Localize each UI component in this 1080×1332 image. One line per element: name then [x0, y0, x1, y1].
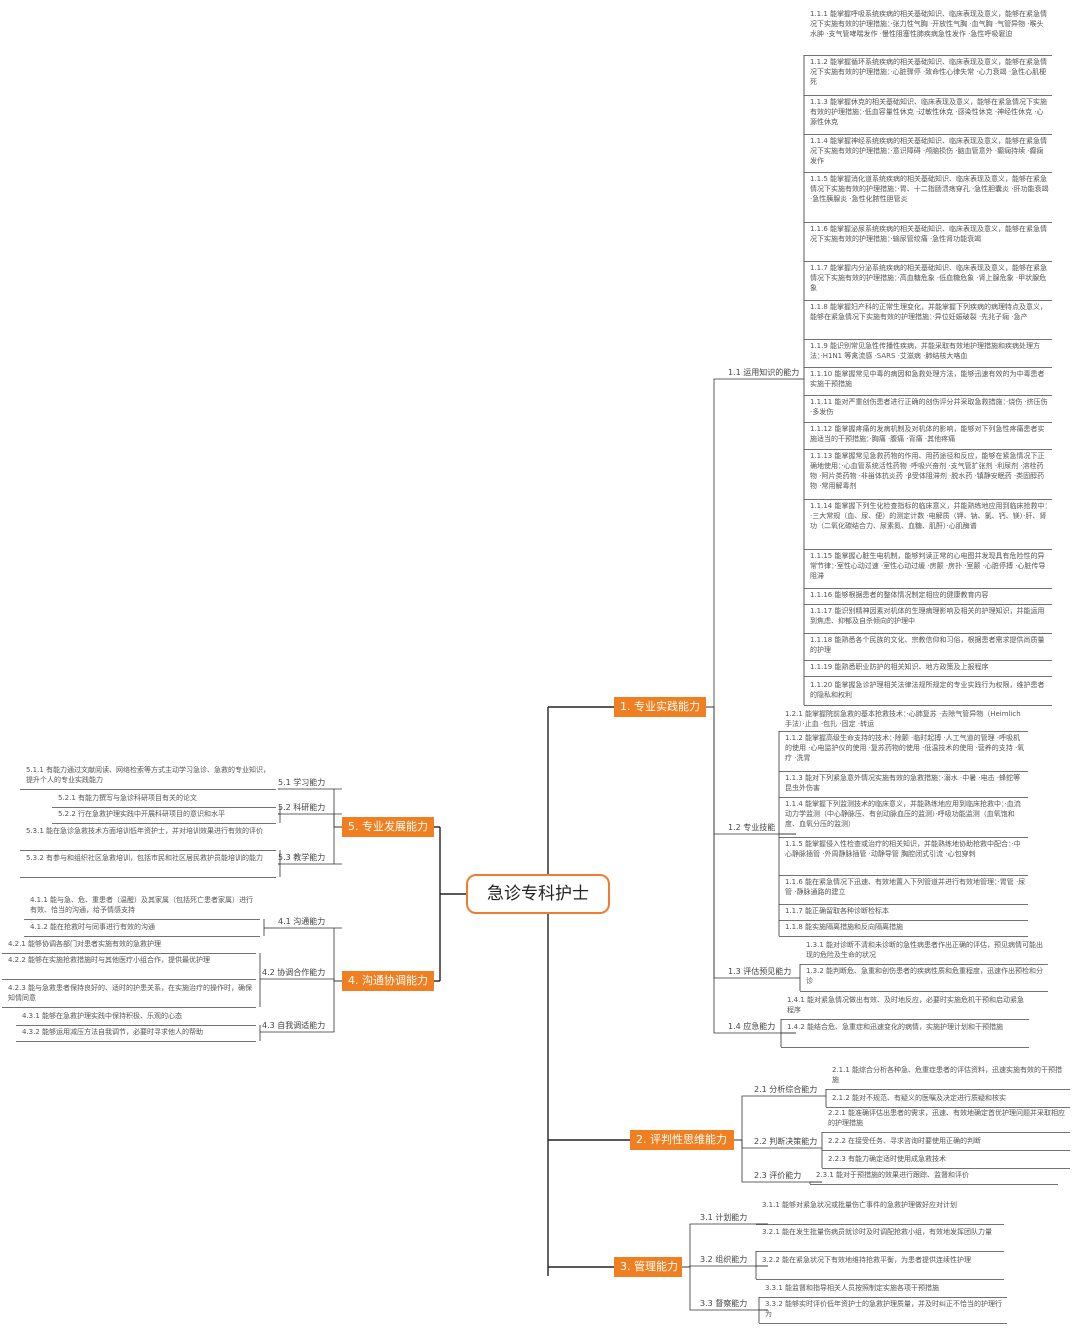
leaf-node: 1.2.1 能掌握院前急救的基本抢救技术：·心肺复苏 ·去除气管异物（Heiml… [785, 710, 1021, 728]
sub-branch-4-2: 4.2 协调合作能力 [262, 968, 326, 977]
leaf-node: 1.1.6 能掌握泌尿系统疾病的相关基础知识、临床表现及意义，能够在紧急情况下实… [810, 225, 1048, 243]
leaf-node: 5.2.1 有能力撰写与急诊科研项目有关的论文 [58, 794, 198, 802]
leaf-node: 3.1.1 能够对紧急状况或批量伤亡事件的急救护理做好应对计划 [762, 1201, 958, 1209]
leaf-node: 1.1.15 能掌握心脏生电机制，能够判读正常的心电图并发现具有危险性的异常节律… [810, 552, 1046, 580]
sub-branch-5-2: 5.2 科研能力 [278, 803, 326, 812]
leaf-node: 3.2.1 能在发生批量伤病员就诊时及时调配抢救小组，有效地发挥团队力量 [762, 1228, 993, 1236]
sub-branch-1-3: 1.3 评估预见能力 [728, 967, 792, 976]
connector-line [278, 826, 342, 865]
sub-branch-2-3: 2.3 评价能力 [754, 1171, 802, 1180]
leaf-node: 1.1.17 能识别精神因素对机体的生理病理影响及相关的护理知识，并能运用到焦虑… [810, 607, 1045, 625]
sub-branch-1-2: 1.2 专业技能 [728, 823, 776, 832]
leaf-node: 1.1.5 能掌握侵入性检查或治疗的相关知识，并能熟练地协助抢救中配合：·中心静… [785, 840, 1021, 858]
leaf-node: 1.1.19 能熟悉职业防护的相关知识、地方政策及上报程序 [810, 663, 989, 671]
sub-branch-5-3: 5.3 教学能力 [278, 853, 326, 862]
leaf-node: 3.3.2 能够实时评价低年资护士的急救护理质量，并及时纠正不恰当的护理行为 [765, 1300, 1003, 1318]
sub-branch-4-3: 4.3 自我调适能力 [262, 1021, 326, 1030]
leaf-node: 1.1.7 能正确留取各种诊断检标本 [785, 907, 890, 915]
leaf-node: 1.1.16 能够根据患者的整体情况制定相应的健康教育内容 [810, 591, 989, 599]
leaf-node: 1.1.12 能掌握疼痛的发病机制及对机体的影响，能够对下列急性疼痛患者实施适当… [810, 425, 1045, 443]
sub-branch-1-4: 1.4 应急能力 [728, 1022, 776, 1031]
leaf-node: 3.2.2 能在紧急状况下有效地维持抢救平衡，为患者提供连续性护理 [762, 1256, 972, 1264]
root-node: 急诊专科护士 [466, 874, 610, 914]
connector-line [262, 978, 342, 982]
connector-line [682, 1266, 768, 1311]
leaf-node: 1.1.18 能熟悉各个民族的文化、宗教信仰和习俗，根据患者需求提供尚质量的护理 [810, 636, 1045, 654]
leaf-node: 2.1.2 能对不规范、有疑义的医嘱及决定进行质疑和核实 [832, 1094, 1007, 1102]
leaf-node: 1.1.3 能对下列紧急意外情况实施有效的急救措施：·溺水 ·中暑 ·电击 ·蜂… [785, 774, 1021, 792]
branch-3: 3. 管理能力 [614, 1257, 682, 1277]
leaf-node: 4.3.1 能够在急救护理实践中保持积极、乐观的心态 [22, 1012, 183, 1020]
connector-line [734, 1095, 822, 1141]
connector-line [682, 1265, 768, 1268]
leaf-node: 5.1.1 有能力通过文献阅读、网络检索等方式主动学习急诊、急救的专业知识，提升… [26, 766, 271, 784]
leaf-node: 4.2.1 能够协调各部门对患者实施有效的急救护理 [8, 940, 162, 948]
connector-line [278, 813, 342, 828]
leaf-node: 2.2.1 能准确评估出患者的需求，迅速、有效地确定首优护理问题并采取相应的护理… [828, 1109, 1066, 1127]
sub-branch-3-1: 3.1 计划能力 [700, 1213, 748, 1222]
leaf-node: 3.3.1 能监督和指导相关人员按照制定实施各项干预措施 [765, 1284, 940, 1292]
leaf-node: 1.1.6 能在紧急情况下迅速、有效地置入下列管道并进行有效地管理：·胃管 ·尿… [785, 878, 1026, 896]
leaf-node: 5.2.2 行在急救护理实践中开展科研项目的意识和水平 [58, 810, 226, 818]
branch-1: 1. 专业实践能力 [614, 697, 706, 717]
leaf-node: 1.4.2 能结合危、急重症和迅速变化的病情，实施护理计划和干预措施 [787, 1023, 1004, 1031]
sub-branch-4-1: 4.1 沟通能力 [278, 917, 326, 926]
leaf-node: 1.1.10 能掌握常见中毒的病因和急救处理方法，能够迅速有效的为中毒患者实施干… [810, 370, 1045, 388]
sub-branch-5-1: 5.1 学习能力 [278, 778, 326, 787]
leaf-node: 1.1.4 能掌握下列监测技术的临床意义，并能熟练地应用到临床抢救中：·血流动力… [785, 800, 1021, 828]
leaf-node: 1.3.2 能判断危、急重和创伤患者的疾病性质和危重程度，迅速作出预检和分诊 [806, 967, 1044, 985]
leaf-node: 1.1.8 能实施隔离措施和反向隔离措施 [785, 923, 904, 931]
connector-line [706, 378, 796, 708]
leaf-node: 1.1.2 能掌握高级生命支持的技术：·除颤 ·临时起搏 ·人工气道的管理 ·呼… [785, 734, 1025, 762]
leaf-node: 1.1.11 能对严重创伤患者进行正确的创伤评分并采取急救措施：·烧伤 ·挤压伤… [810, 398, 1048, 416]
leaf-node: 2.3.1 能对于预措施的效果进行跟踪、监督和评价 [816, 1171, 970, 1179]
leaf-node: 1.1.13 能掌握常见急救药物的作用、用药途径和反应，能够在紧急情况下正确地使… [810, 452, 1045, 490]
leaf-node: 1.1.8 能掌握妇产科的正常生理变化，并能掌握下列疾病的病理特点及意义，能够在… [810, 303, 1048, 321]
leaf-node: 1.1.5 能掌握消化道系统疾病的相关基础知识、临床表现及意义，能够在紧急情况下… [810, 175, 1049, 203]
sub-branch-3-2: 3.2 组织能力 [700, 1255, 748, 1264]
leaf-node: 4.2.3 能与急救患者保持良好的、适时的护患关系，在实施治疗的操作时，确保知情… [8, 984, 253, 1002]
leaf-node: 5.3.1 能在急诊急救技术方面培训低年资护士，并对培训效果进行有效的评价 [26, 827, 264, 835]
connector-line [706, 706, 796, 1034]
leaf-node: 2.2.3 有能力确定适时使用成急救技术 [828, 1155, 947, 1163]
leaf-node: 2.2.2 在接受任务、寻求咨询时要使用正确的判断 [828, 1137, 982, 1145]
sub-branch-1-1: 1.1 运用知识的能力 [728, 368, 800, 377]
leaf-node: 4.3.2 能够运用减压方法自我调节，必要时寻求他人的帮助 [22, 1028, 204, 1036]
leaf-node: 1.1.3 能掌握休克的相关基础知识、临床表现及意义，能够在紧急情况下实施有效的… [810, 98, 1048, 126]
leaf-node: 4.1.2 能在抢救时与同事进行有效的沟通 [30, 923, 156, 931]
leaf-node: 4.2.2 能够在实施抢救措施时与其他医疗小组合作，提供最优护理 [8, 956, 211, 964]
branch-5: 5. 专业发展能力 [342, 817, 434, 837]
leaf-node: 1.1.14 能掌握下列生化检查指标的临床意义，并能熟练地应用到临床抢救中：·三… [810, 502, 1048, 530]
leaf-node: 1.1.1 能掌握呼吸系统疾病的相关基础知识、临床表现及意义，能够在紧急情况下实… [810, 10, 1048, 38]
leaf-node: 1.1.20 能掌握急诊护理相关法律法规所规定的专业实践行为权限，维护患者的隐私… [810, 681, 1045, 699]
leaf-node: 1.4.1 能对紧急情况做出有效、及时地反应，必要时实施危机干预和启动紧急程序 [787, 996, 1025, 1014]
leaf-node: 1.3.1 能对诊断不清和未诊断的急性病患者作出正确的评估，预见病情可能出现的危… [806, 941, 1044, 959]
leaf-node: 1.1.9 能识别常见急性传播性疾病，并能采取有效地护理措施和疾病处理方法：·H… [810, 342, 1041, 360]
connector-line [734, 1139, 822, 1183]
branch-2: 2. 评判性思维能力 [630, 1130, 734, 1150]
leaf-node: 4.1.1 能与急、危、重患者（温醒）及其家属（包括死亡患者家属）进行有效、恰当… [30, 896, 254, 914]
leaf-node: 1.1.4 能掌握神经系统疾病的相关基础知识、临床表现及意义，能够在紧急情况下实… [810, 137, 1048, 165]
leaf-node: 5.3.2 有参与和组织社区急救培训，包括市民和社区居民救护员能培训的能力 [26, 854, 264, 862]
leaf-node: 2.1.1 能综合分析各种急、危重症患者的评估资料，迅速实施有效的干预措施 [832, 1066, 1063, 1084]
sub-branch-2-2: 2.2 判断决策能力 [754, 1137, 818, 1146]
leaf-node: 1.1.7 能掌握内分泌系统疾病的相关基础知识、临床表现及意义，能够在紧急情况下… [810, 264, 1048, 292]
connector-line [262, 980, 342, 1033]
sub-branch-3-3: 3.3 督察能力 [700, 1299, 748, 1308]
branch-4: 4. 沟通协调能力 [342, 971, 434, 991]
leaf-node: 1.1.2 能掌握循环系统疾病的相关基础知识、临床表现及意义，能够在紧急情况下实… [810, 58, 1048, 86]
sub-branch-2-1: 2.1 分析综合能力 [754, 1085, 818, 1094]
